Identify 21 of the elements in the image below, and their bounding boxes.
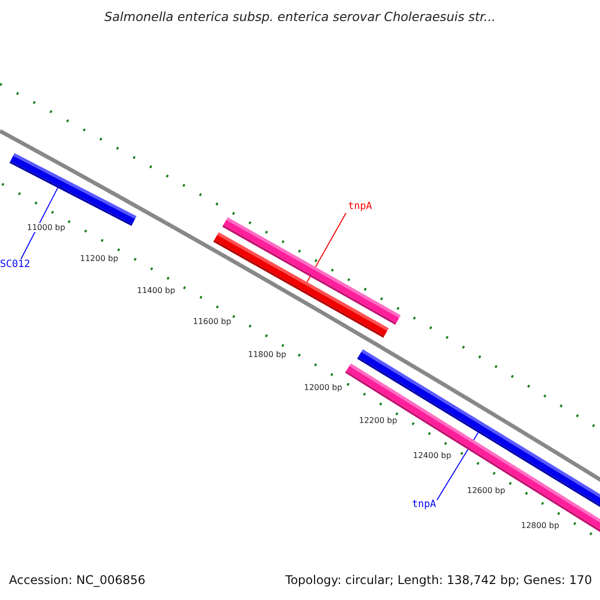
leader-line xyxy=(20,187,58,260)
position-label: 12200 bp xyxy=(359,416,398,425)
position-label: 11200 bp xyxy=(80,254,118,263)
gene-arrow-bar xyxy=(345,363,600,533)
footer-text: Topology: circular; Length: 138,742 bp; Genes: 170 xyxy=(285,573,592,587)
position-label: 12400 bp xyxy=(413,451,452,460)
position-label: 11400 bp xyxy=(137,286,176,295)
gene-label: tnpA xyxy=(348,201,372,212)
position-label: 12000 bp xyxy=(304,383,342,392)
position-label: 12600 bp xyxy=(467,486,506,495)
position-label: 12800 bp xyxy=(521,521,560,530)
gene-arrow-bar xyxy=(222,217,401,325)
title: Salmonella enterica subsp. enterica serovar Choleraesuis str... xyxy=(103,9,497,24)
position-label: 11800 bp xyxy=(248,350,286,359)
footer-text: Accession: NC_006856 xyxy=(9,573,146,587)
leader-line xyxy=(306,212,346,283)
gene-label: SC012 xyxy=(0,259,30,270)
gene-label: tnpA xyxy=(412,499,436,510)
gene-arrow-bar xyxy=(357,349,600,508)
position-label: 11000 bp xyxy=(27,223,66,232)
position-label: 11600 bp xyxy=(193,317,232,326)
